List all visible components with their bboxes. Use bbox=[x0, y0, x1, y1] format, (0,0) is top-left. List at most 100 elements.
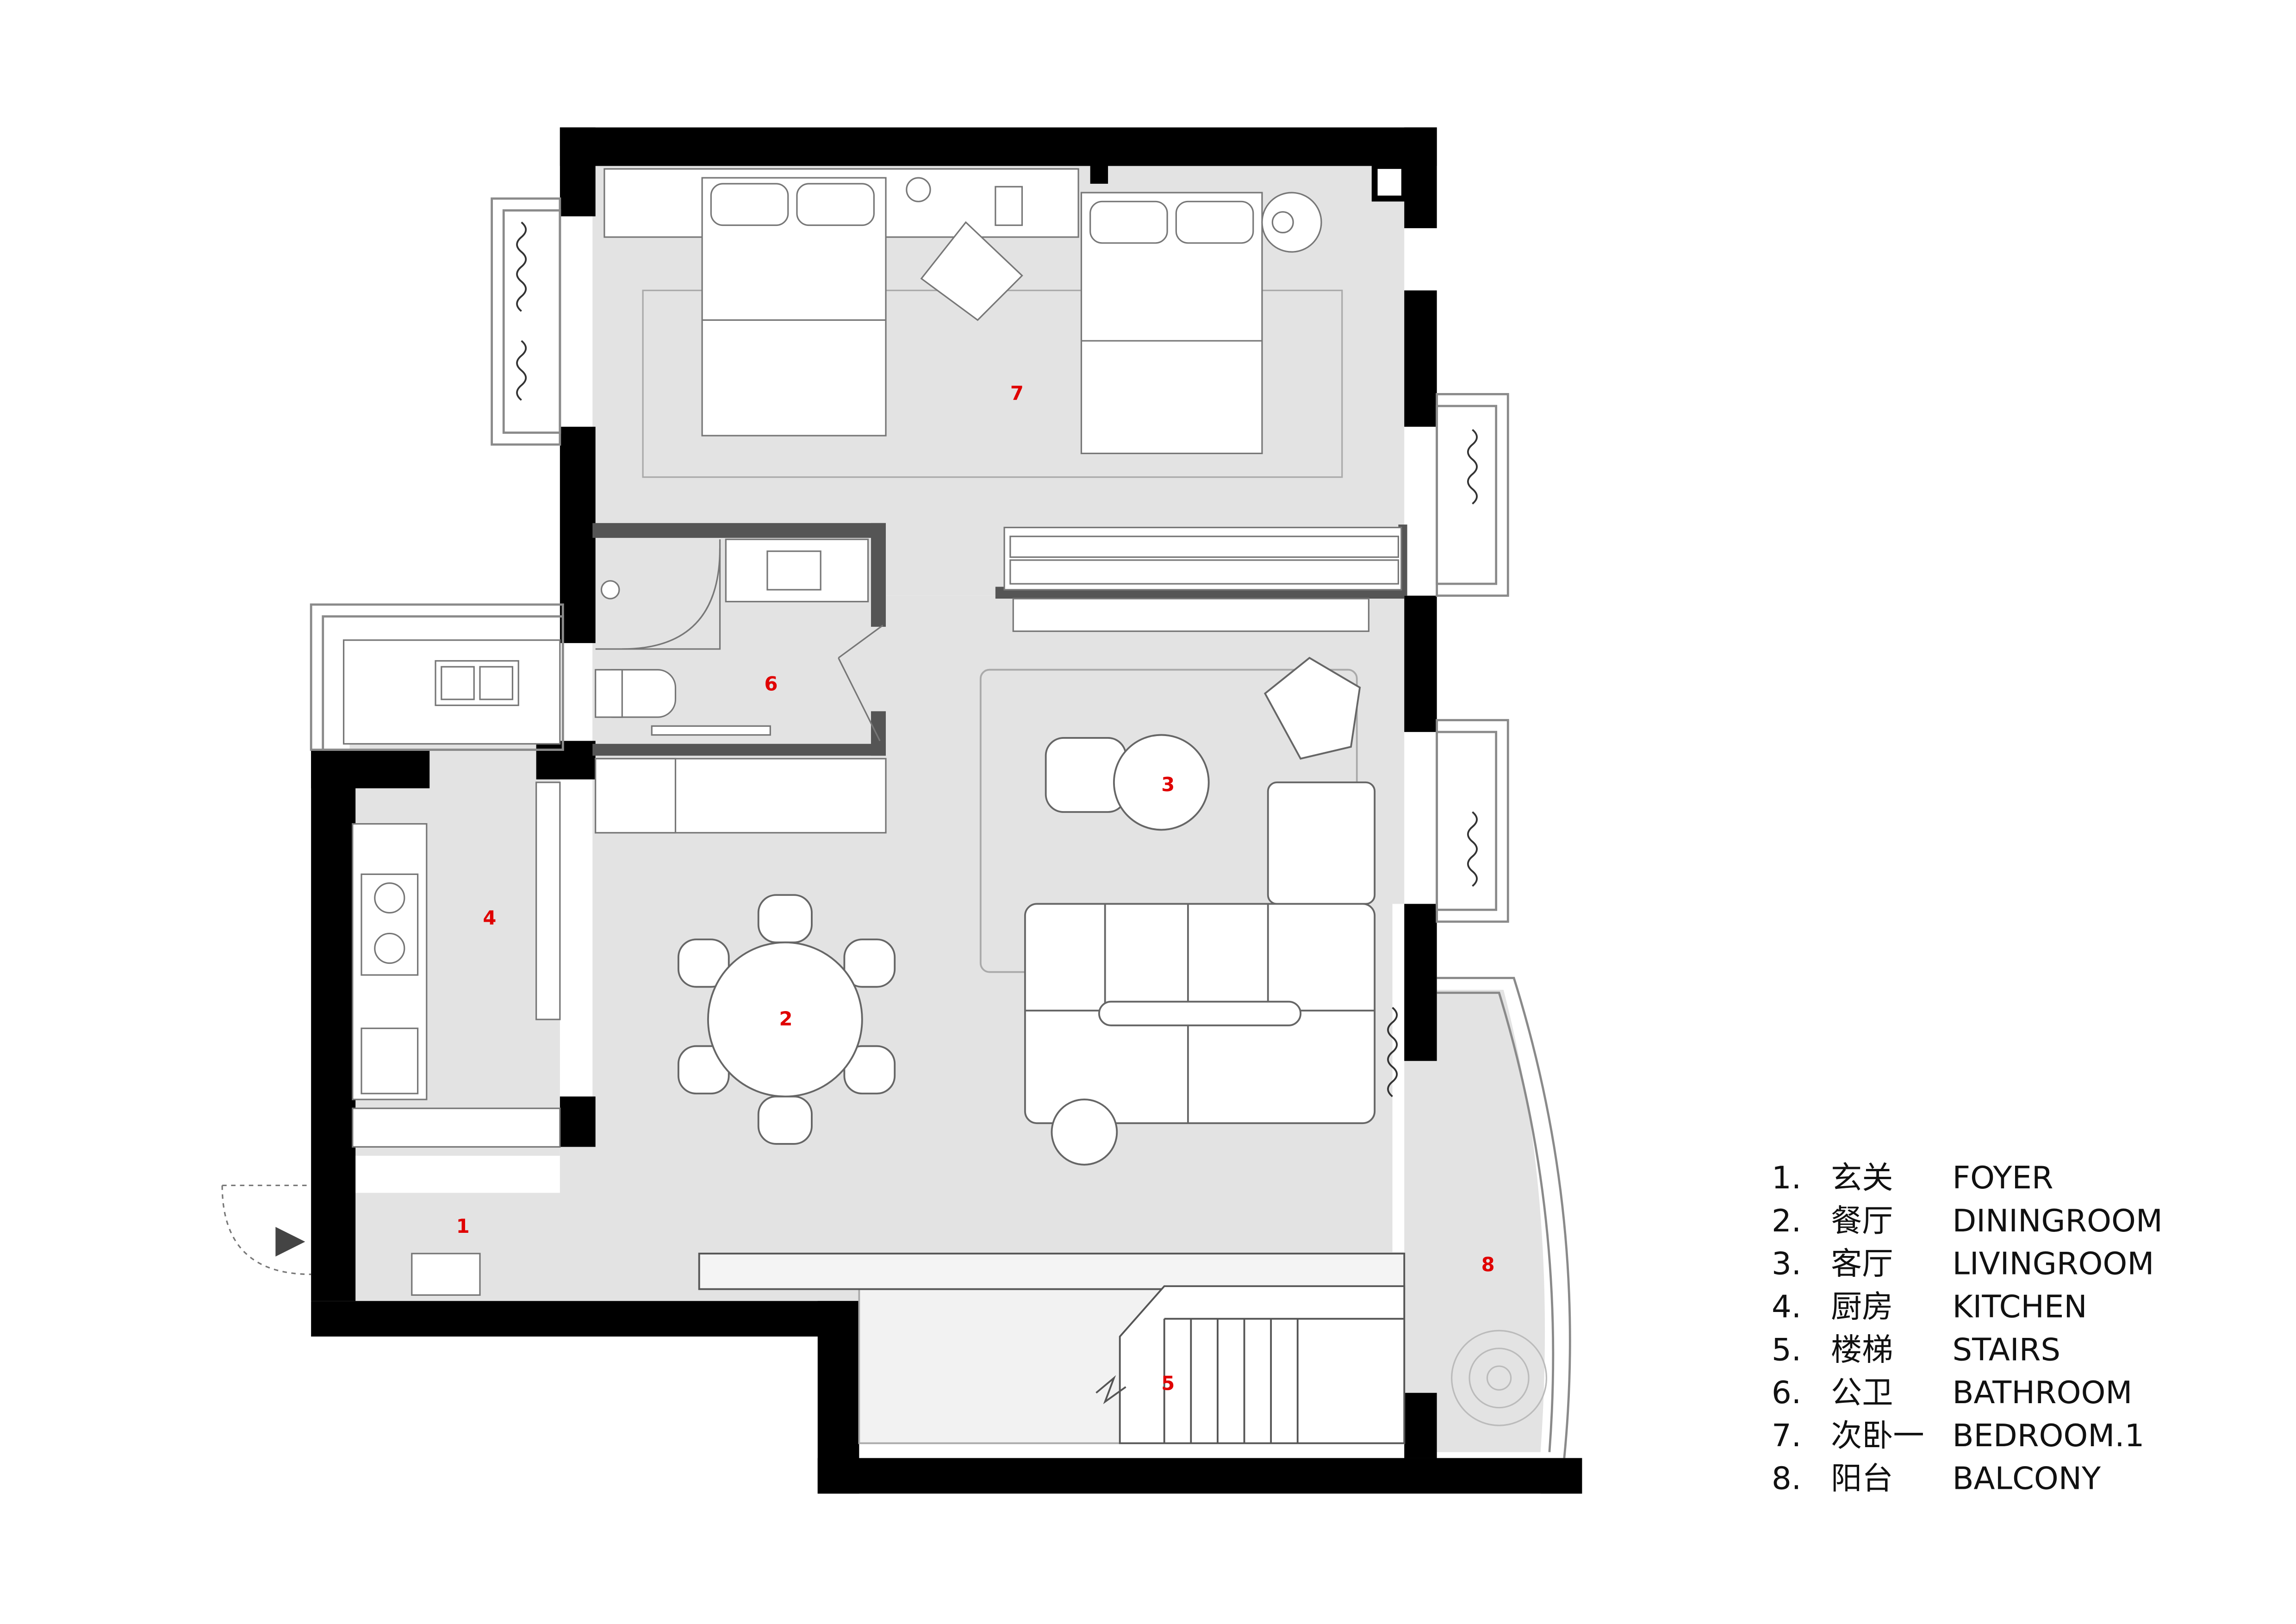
tall-cabinet bbox=[535, 781, 561, 1020]
bathroom-fixtures bbox=[595, 538, 884, 742]
curtain-left bbox=[516, 221, 527, 401]
svg-text:BALCONY: BALCONY bbox=[1952, 1461, 2101, 1497]
svg-text:公卫: 公卫 bbox=[1831, 1374, 1893, 1411]
shoe-bench bbox=[411, 1253, 481, 1296]
svg-text:次卧一: 次卧一 bbox=[1831, 1418, 1924, 1454]
curtain-balcony bbox=[1387, 1007, 1398, 1098]
legend-item: 1. 玄关 FOYER bbox=[1772, 1160, 2053, 1196]
wall-right-mid1 bbox=[1404, 290, 1437, 427]
towel-bar bbox=[651, 725, 771, 736]
foyer-elements bbox=[221, 1184, 481, 1296]
svg-text:BATHROOM: BATHROOM bbox=[1952, 1374, 2132, 1411]
svg-text:8.: 8. bbox=[1772, 1461, 1801, 1497]
wall-top bbox=[560, 127, 1437, 166]
bath-door bbox=[838, 625, 884, 742]
bedroom-furniture bbox=[604, 168, 1402, 632]
curtain-right-2 bbox=[1467, 811, 1478, 887]
room-number: 6 bbox=[765, 673, 778, 695]
bath-wall-right bbox=[871, 523, 886, 627]
wardrobe bbox=[1003, 526, 1402, 591]
curtain-right-1 bbox=[1467, 429, 1478, 505]
armchair bbox=[1263, 656, 1361, 760]
sofa-chaise bbox=[1267, 781, 1376, 905]
wall-left-upper bbox=[560, 127, 596, 217]
svg-text:6.: 6. bbox=[1772, 1374, 1801, 1411]
room-number: 1 bbox=[456, 1215, 470, 1237]
svg-text:客厅: 客厅 bbox=[1831, 1246, 1893, 1282]
wall-bottom-right bbox=[1540, 1458, 1582, 1494]
svg-text:玄关: 玄关 bbox=[1831, 1160, 1893, 1196]
svg-text:LIVINGROOM: LIVINGROOM bbox=[1952, 1246, 2154, 1282]
svg-text:1.: 1. bbox=[1772, 1160, 1801, 1196]
column-top bbox=[1090, 163, 1108, 184]
window-right-2 bbox=[1436, 719, 1509, 923]
wall-right-mid2 bbox=[1404, 595, 1437, 732]
dining-furniture bbox=[677, 894, 896, 1145]
window-right-1 bbox=[1436, 393, 1509, 597]
legend: 1. 玄关 FOYER 2. 餐厅 DININGROOM 3. 客厅 LIVIN… bbox=[1772, 1160, 2163, 1497]
round-stool bbox=[1051, 1099, 1118, 1166]
legend-item: 4. 厨房 KITCHEN bbox=[1772, 1288, 2087, 1324]
entry-arrow-icon bbox=[275, 1227, 305, 1257]
curtains bbox=[516, 221, 1478, 1098]
svg-text:FOYER: FOYER bbox=[1952, 1160, 2053, 1196]
svg-text:DININGROOM: DININGROOM bbox=[1952, 1203, 2162, 1239]
wall-right-low bbox=[1404, 1393, 1437, 1458]
bath-wall-top bbox=[592, 523, 886, 538]
svg-text:7.: 7. bbox=[1772, 1418, 1801, 1454]
svg-text:阳台: 阳台 bbox=[1831, 1461, 1893, 1497]
svg-text:3.: 3. bbox=[1772, 1246, 1801, 1282]
legend-item: 6. 公卫 BATHROOM bbox=[1772, 1374, 2132, 1411]
kitchen-fixtures bbox=[342, 639, 887, 1148]
window-bed-left bbox=[491, 197, 561, 446]
svg-text:餐厅: 餐厅 bbox=[1831, 1203, 1893, 1239]
room-number: 3 bbox=[1161, 773, 1175, 796]
room-number: 2 bbox=[779, 1007, 793, 1030]
plant-icon bbox=[1451, 1330, 1548, 1426]
desk-lamp bbox=[906, 177, 931, 202]
bath-wall-right2 bbox=[871, 711, 886, 756]
balcony-plant bbox=[1451, 1330, 1548, 1426]
wall-left-mid bbox=[560, 426, 596, 643]
svg-text:楼梯: 楼梯 bbox=[1831, 1331, 1893, 1368]
wall-bottom-left bbox=[311, 1301, 862, 1337]
wall-kitchen-left bbox=[311, 750, 356, 1301]
shower-drain bbox=[600, 580, 620, 600]
tv-console bbox=[1012, 598, 1369, 632]
stair-break-line bbox=[1095, 1375, 1126, 1405]
bath-wall-bottom bbox=[592, 743, 886, 756]
svg-text:KITCHEN: KITCHEN bbox=[1952, 1288, 2087, 1324]
lounge-chair bbox=[920, 221, 1023, 321]
svg-text:STAIRS: STAIRS bbox=[1952, 1331, 2060, 1368]
wall-bottom bbox=[817, 1458, 1582, 1494]
base-cabinet bbox=[352, 1107, 561, 1148]
svg-text:BEDROOM.1: BEDROOM.1 bbox=[1952, 1418, 2144, 1454]
sofa-armrest bbox=[1098, 1000, 1302, 1026]
windows bbox=[310, 197, 1571, 1458]
legend-item: 3. 客厅 LIVINGROOM bbox=[1772, 1246, 2154, 1282]
room-number: 7 bbox=[1010, 382, 1024, 405]
balcony-rail bbox=[1437, 977, 1571, 1458]
stairs bbox=[698, 1252, 1406, 1444]
walls bbox=[311, 127, 1582, 1494]
legend-item: 5. 楼梯 STAIRS bbox=[1772, 1331, 2060, 1368]
svg-text:4.: 4. bbox=[1772, 1288, 1801, 1324]
room-number: 8 bbox=[1481, 1253, 1495, 1276]
coffee-table bbox=[1113, 734, 1210, 831]
wall-kitchen-right bbox=[560, 1096, 596, 1147]
balcony-floor bbox=[1404, 990, 1545, 1452]
stair-flight bbox=[1119, 1285, 1406, 1444]
oven bbox=[361, 1027, 419, 1094]
living-furniture bbox=[979, 656, 1376, 1166]
dining-table bbox=[707, 941, 863, 1098]
wall-kitchen-inner bbox=[536, 741, 596, 780]
cooktop bbox=[361, 873, 419, 976]
room-numbers: 1 2 3 4 5 6 7 8 bbox=[456, 382, 1495, 1394]
legend-item: 2. 餐厅 DININGROOM bbox=[1772, 1203, 2163, 1239]
wall-kitchen-top bbox=[311, 750, 430, 788]
wall-right-mid3 bbox=[1404, 904, 1437, 1061]
room-number: 5 bbox=[1161, 1372, 1175, 1394]
legend-item: 7. 次卧一 BEDROOM.1 bbox=[1772, 1418, 2144, 1454]
wall-right-top bbox=[1404, 127, 1437, 228]
